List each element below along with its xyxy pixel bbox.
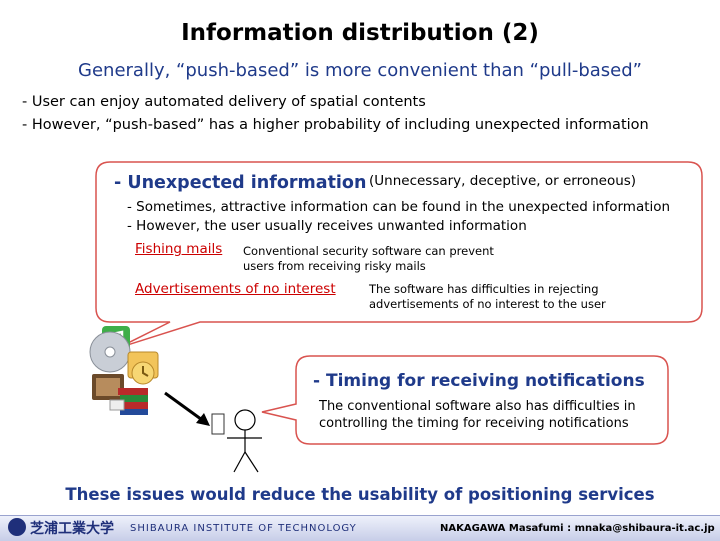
fishing-mails-desc: Conventional security software can preve…: [243, 244, 494, 273]
footer-bar: [0, 515, 720, 541]
university-logo-icon: [8, 518, 26, 536]
unexpected-line-1: - Sometimes, attractive information can …: [127, 199, 671, 215]
cd-icon: [89, 331, 131, 373]
mail-icon: [109, 399, 125, 411]
university-logo-text: 芝浦工業大学: [30, 521, 114, 537]
calendar-icon: [127, 351, 159, 385]
unexpected-heading: - Unexpected information: [114, 173, 367, 193]
unexpected-callout: [95, 161, 703, 349]
timing-desc: The conventional software also has diffi…: [319, 399, 636, 431]
institution-name: SHIBAURA INSTITUTE OF TECHNOLOGY: [130, 523, 357, 534]
unexpected-line-2: - However, the user usually receives unw…: [127, 218, 527, 234]
books-icon: [118, 388, 148, 415]
author-contact: NAKAGAWA Masafumi : mnaka@shibaura-it.ac…: [440, 523, 715, 534]
person-icon: [211, 409, 262, 473]
timing-callout: [261, 355, 669, 445]
arrow-icon: [164, 391, 210, 426]
unexpected-note: (Unnecessary, deceptive, or erroneous): [369, 173, 637, 189]
slide-subtitle: Generally, “push-based” is more convenie…: [78, 60, 642, 81]
bullet-1: - User can enjoy automated delivery of s…: [22, 94, 426, 110]
photo-icon: [92, 374, 124, 400]
advertisements-desc: The software has difficulties in rejecti…: [369, 282, 606, 311]
fishing-mails-label: Fishing mails: [135, 241, 223, 257]
timing-heading: - Timing for receiving notifications: [313, 371, 645, 391]
content-icons: [89, 326, 159, 415]
advertisements-label: Advertisements of no interest: [135, 281, 336, 297]
conclusion-text: These issues would reduce the usability …: [65, 485, 655, 504]
slide-title: Information distribution (2): [181, 20, 539, 46]
bullet-2: - However, “push-based” has a higher pro…: [22, 117, 649, 133]
